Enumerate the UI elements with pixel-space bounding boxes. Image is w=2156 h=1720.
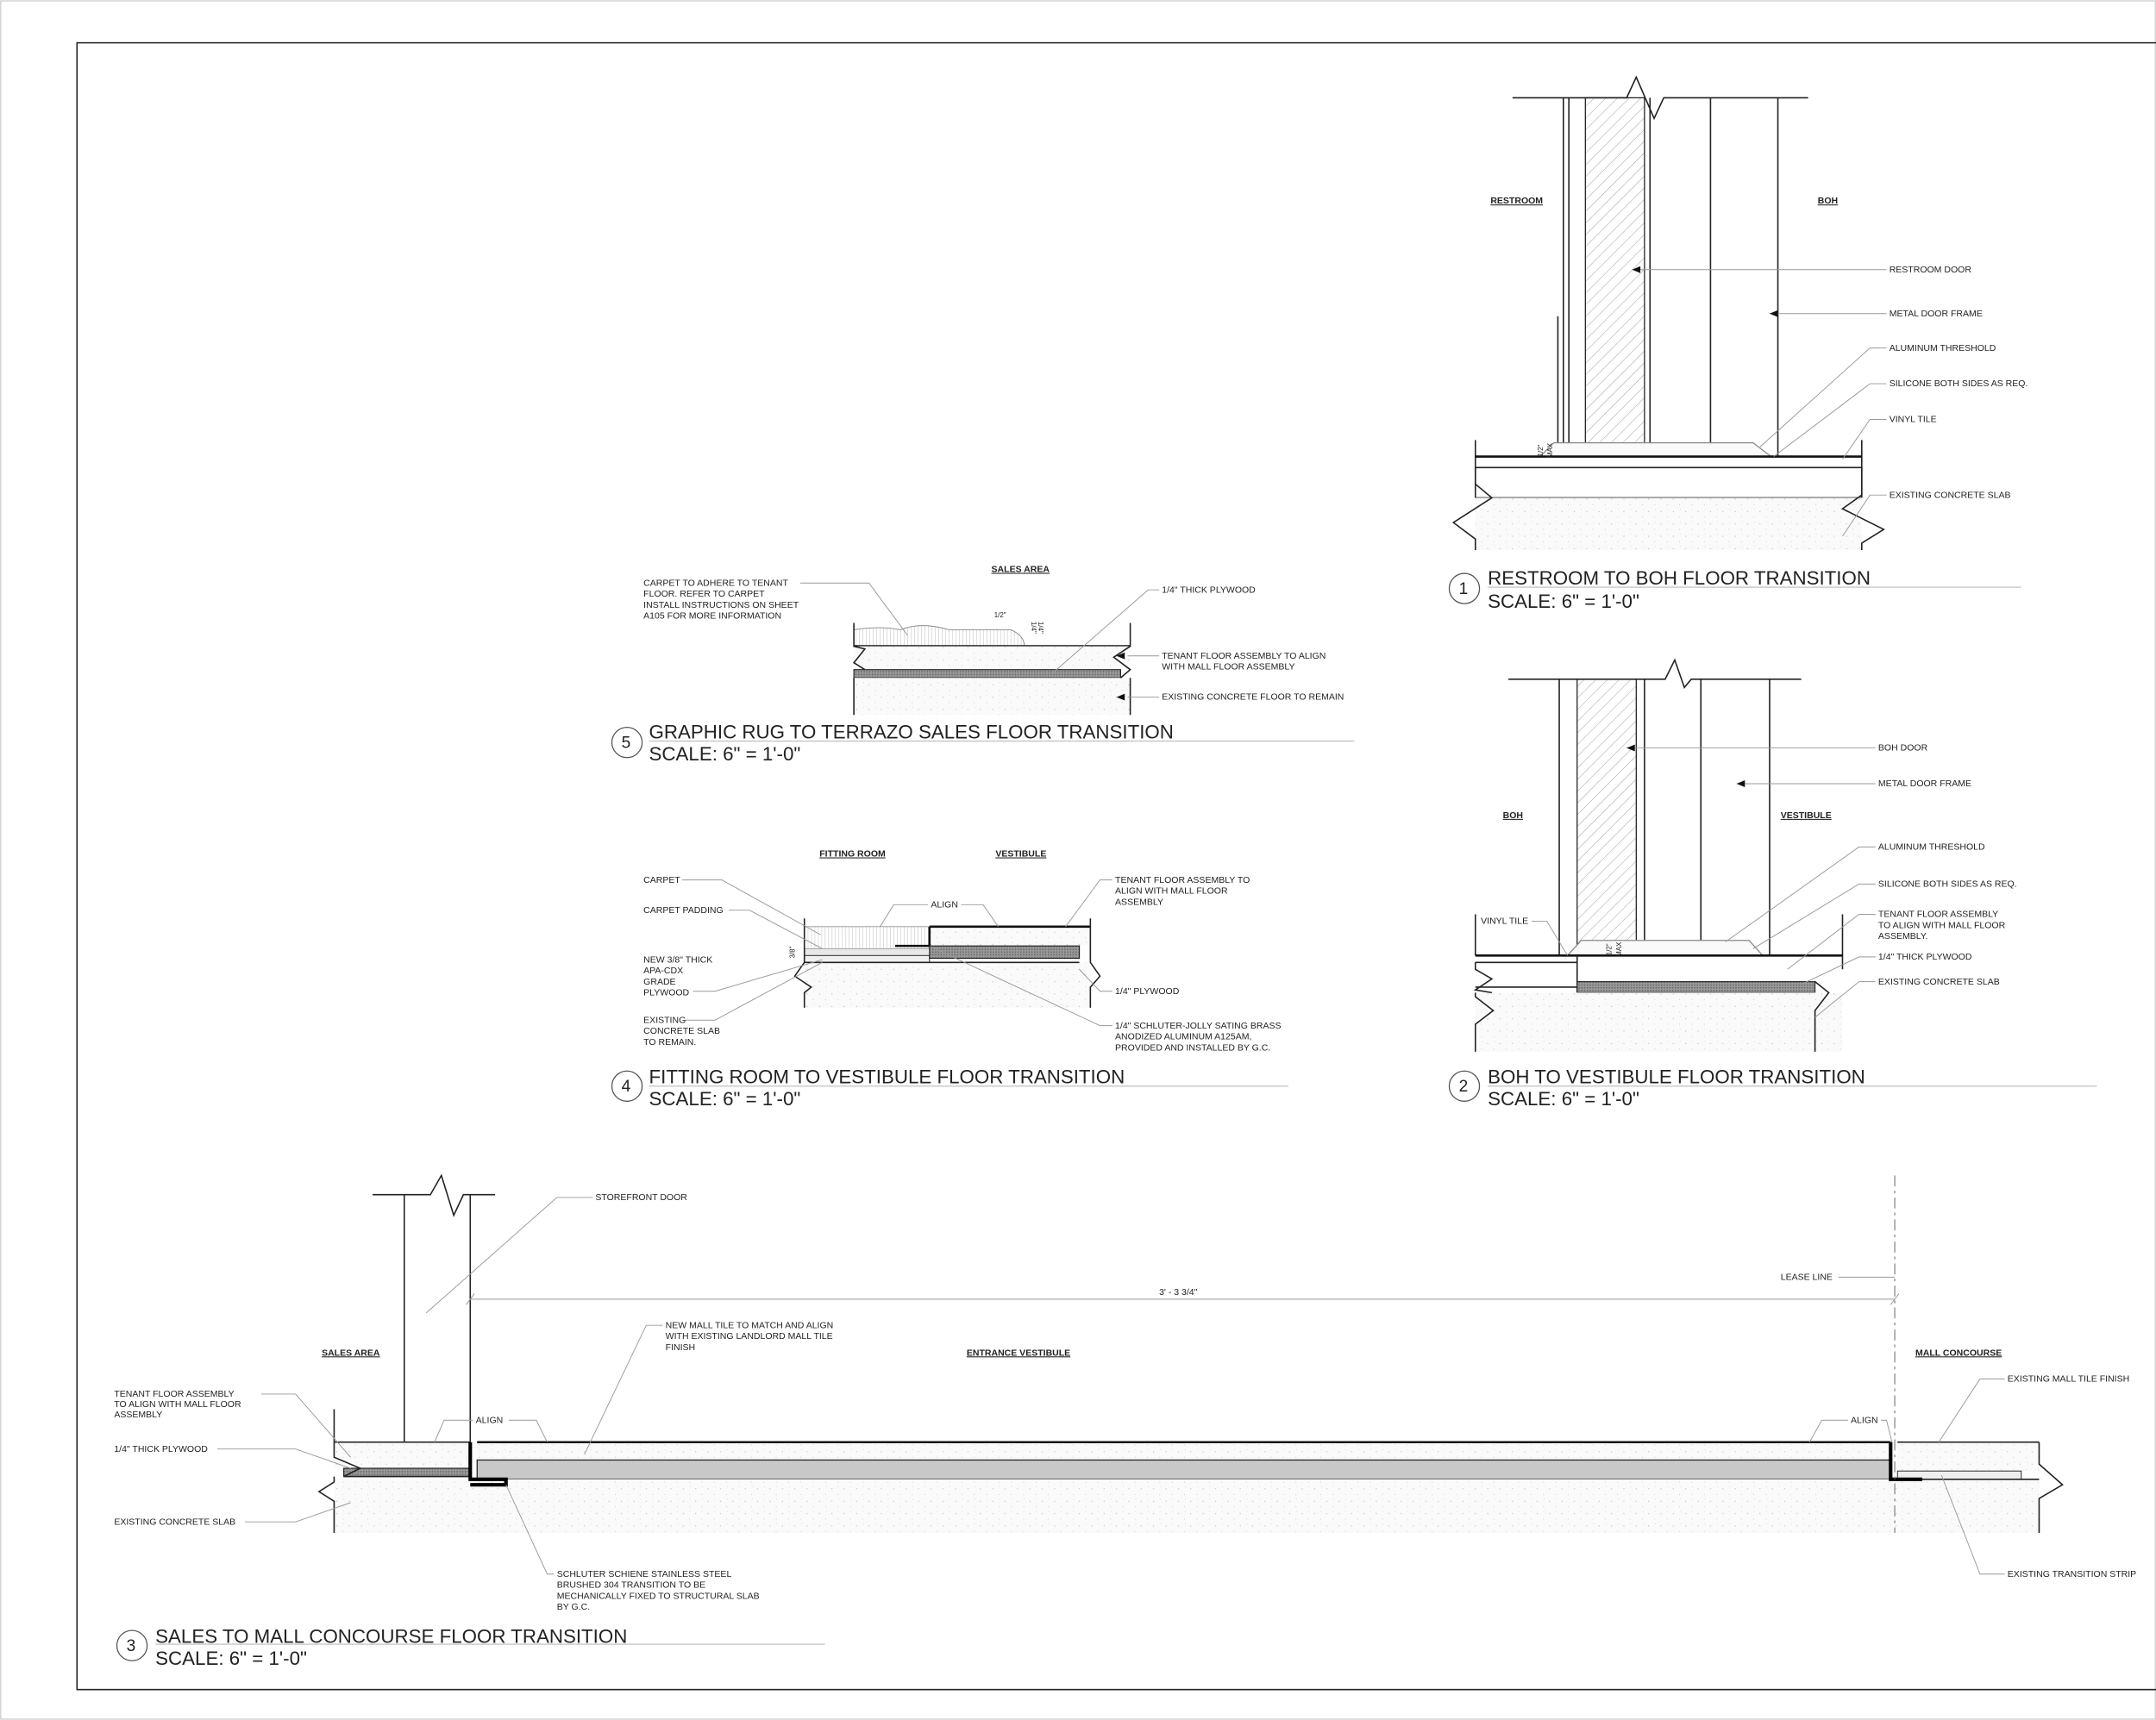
dimension-label: 1/4" — [1030, 622, 1037, 634]
note-lease-line: LEASE LINE — [1781, 1273, 1833, 1283]
room-label-boh: BOH — [1503, 810, 1523, 821]
note-plywood: 1/4" PLYWOOD — [1115, 986, 1180, 997]
note-thick-plywood: 1/4" THICK PLYWOOD — [1878, 952, 1972, 962]
detail-title: FITTING ROOM TO VESTIBULE FLOOR TRANSITI… — [649, 1066, 1125, 1088]
note-existing-concrete-slab: EXISTING CONCRETE SLAB — [1878, 977, 2000, 987]
note-silicone: SILICONE BOTH SIDES AS REQ. — [1890, 378, 2028, 389]
room-label-fitting-room: FITTING ROOM — [819, 849, 886, 860]
note-align-right: ALIGN — [1851, 1415, 1878, 1425]
detail-2-boh-to-vestibule: BOH VESTIBULE 1/2" MAX BOH DOOR METAL DO… — [1448, 658, 2097, 1110]
note-existing-concrete-floor: EXISTING CONCRETE FLOOR TO REMAIN — [1162, 692, 1344, 703]
note-vinyl-tile: VINYL TILE — [1890, 415, 1937, 425]
note-existing-concrete-slab: EXISTING CONCRETE SLAB — [1890, 490, 2011, 500]
note-silicone: SILICONE BOTH SIDES AS REQ. — [1878, 879, 2017, 890]
note-metal-door-frame: METAL DOOR FRAME — [1890, 309, 1983, 319]
note-carpet: CARPET — [643, 875, 680, 885]
room-label-restroom: RESTROOM — [1490, 196, 1543, 206]
note-restroom-door: RESTROOM DOOR — [1890, 265, 1972, 275]
detail-title: BOH TO VESTIBULE FLOOR TRANSITION — [1488, 1066, 1865, 1088]
dimension-label: 3/8" — [789, 946, 797, 958]
dimension-3ft-3-3-4in: 3' - 3 3/4" — [1159, 1287, 1198, 1298]
note-vinyl-tile: VINYL TILE — [1481, 916, 1528, 927]
note-thick-plywood: 1/4" THICK PLYWOOD — [1162, 585, 1256, 595]
room-label-mall-concourse: MALL CONCOURSE — [1915, 1348, 2002, 1358]
detail-scale: SCALE: 6" = 1'-0" — [1488, 591, 1639, 612]
room-label-vestibule: VESTIBULE — [995, 849, 1046, 860]
dimension-label: 1/2" — [994, 611, 1006, 619]
detail-scale: SCALE: 6" = 1'-0" — [649, 743, 801, 765]
detail-number: 1 — [1459, 580, 1469, 598]
note-existing-transition-strip: EXISTING TRANSITION STRIP — [2008, 1569, 2136, 1579]
room-label-sales-area: SALES AREA — [322, 1348, 380, 1358]
detail-number-badge — [1448, 572, 1481, 604]
dimension-label: MAX — [1615, 941, 1623, 957]
note-thick-plywood: 1/4" THICK PLYWOOD — [114, 1444, 208, 1454]
detail-4-fitting-room-to-vestibule: FITTING ROOM VESTIBULE 3/8" CARPET CARPE… — [611, 849, 1288, 1110]
note-boh-door: BOH DOOR — [1878, 743, 1928, 754]
room-label-vestibule: VESTIBULE — [1781, 810, 1832, 821]
room-label-entrance-vestibule: ENTRANCE VESTIBULE — [967, 1348, 1070, 1358]
detail-number: 5 — [622, 735, 631, 753]
note-carpet-padding: CARPET PADDING — [643, 905, 724, 916]
detail-5-graphic-rug-to-terrazo: SALES AREA 1/2" 1/4" 1/4" CARPET TO ADHE… — [611, 564, 1355, 765]
detail-number-badge — [611, 727, 643, 759]
detail-number-badge — [116, 1629, 148, 1661]
note-existing-mall-tile-finish: EXISTING MALL TILE FINISH — [2008, 1374, 2129, 1385]
dimension-label: 1/2" — [1606, 943, 1614, 955]
room-label-sales-area: SALES AREA — [992, 564, 1050, 574]
note-metal-door-frame: METAL DOOR FRAME — [1878, 779, 1971, 789]
detail-number-badge — [1448, 1070, 1481, 1102]
detail-scale: SCALE: 6" = 1'-0" — [649, 1088, 801, 1110]
note-align-left: ALIGN — [476, 1415, 504, 1425]
detail-number: 3 — [127, 1637, 136, 1655]
note-aluminum-threshold: ALUMINUM THRESHOLD — [1878, 842, 1985, 853]
detail-number-badge — [611, 1070, 643, 1102]
dimension-label: MAX — [1546, 442, 1554, 458]
detail-number: 4 — [622, 1078, 631, 1096]
drawing-frame — [76, 41, 2156, 1691]
note-storefront-door: STOREFRONT DOOR — [595, 1192, 687, 1203]
detail-title: SALES TO MALL CONCOURSE FLOOR TRANSITION — [155, 1626, 627, 1648]
dimension-label: 1/4" — [1037, 622, 1044, 634]
detail-title: RESTROOM TO BOH FLOOR TRANSITION — [1488, 567, 1871, 589]
detail-title: GRAPHIC RUG TO TERRAZO SALES FLOOR TRANS… — [649, 721, 1174, 742]
detail-number: 2 — [1459, 1078, 1469, 1096]
note-aluminum-threshold: ALUMINUM THRESHOLD — [1890, 343, 1996, 353]
detail-3-sales-to-mall-concourse: 3' - 3 3/4" SALES AREA ENTRANCE VESTIBUL… — [114, 1173, 2136, 1669]
detail-scale: SCALE: 6" = 1'-0" — [1488, 1088, 1639, 1110]
detail-scale: SCALE: 6" = 1'-0" — [155, 1648, 307, 1669]
dimension-label: 1/2" — [1537, 444, 1545, 456]
detail-1-restroom-to-boh: RESTROOM BOH 1/2" MAX RESTROOM DOOR META… — [1448, 75, 2028, 612]
note-existing-concrete-slab: EXISTING CONCRETE SLAB — [114, 1517, 235, 1527]
room-label-boh: BOH — [1818, 196, 1838, 206]
note-align: ALIGN — [931, 900, 958, 910]
